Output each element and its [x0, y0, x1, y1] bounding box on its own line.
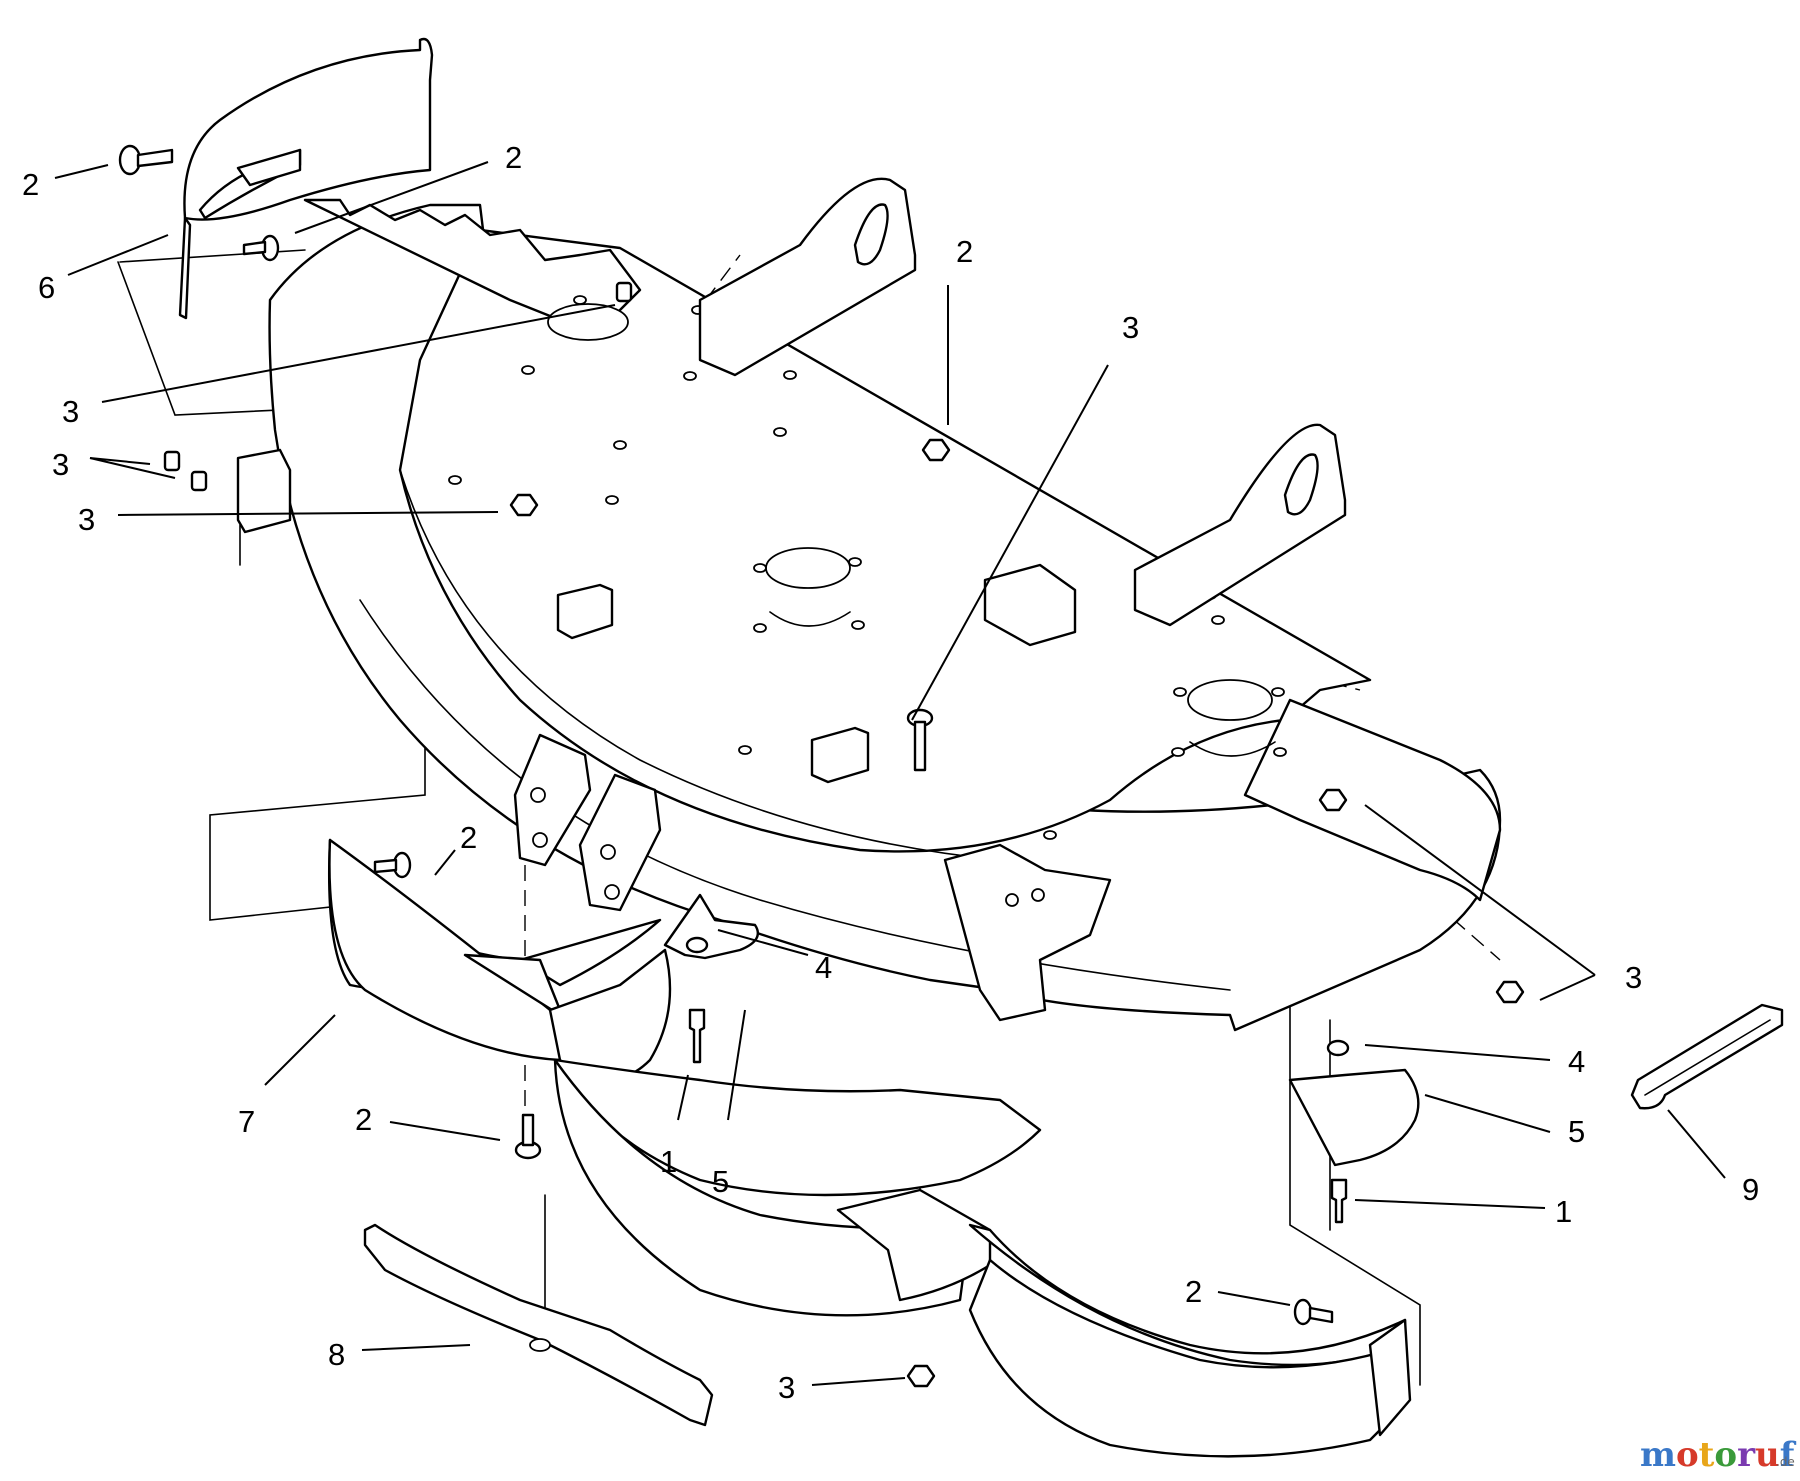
hardware [118, 144, 1525, 1388]
part-9-deflector [1630, 1003, 1784, 1110]
left-side-gauge-plate [236, 448, 292, 534]
callout-4: 4 [1568, 1044, 1585, 1079]
callout-6: 6 [38, 270, 55, 305]
carriage-bolt [514, 1113, 542, 1160]
front-center-bracket [943, 843, 1112, 1022]
front-hitch-plate-right [578, 773, 662, 912]
rear-mount-bracket-left-slot [853, 203, 889, 266]
watermark-letter: u [1755, 1435, 1780, 1475]
carriage-bolt [906, 708, 934, 772]
svg-text:motoruf: motoruf [1640, 1435, 1797, 1475]
watermark-letter: t [1699, 1435, 1715, 1475]
callout-2: 2 [460, 820, 477, 855]
hex-nut [1495, 980, 1525, 1004]
hex-bolt [1330, 1178, 1348, 1224]
hex-bolt [688, 1008, 706, 1064]
hanger-bracket-front-left [556, 583, 614, 640]
callout-5: 5 [1568, 1114, 1585, 1149]
under-deck-baffles [553, 1058, 1412, 1458]
callout-labels: 2 2 6 3 3 3 3 2 2 4 3 7 2 1 5 4 5 9 1 2 … [22, 140, 1759, 1405]
callout-9: 9 [1742, 1172, 1759, 1207]
callout-7: 7 [238, 1104, 255, 1139]
hex-nut [921, 438, 951, 462]
watermark-letter: f [1780, 1435, 1797, 1475]
part-8-blade [363, 1223, 714, 1427]
callout-3: 3 [52, 447, 69, 482]
carriage-bolt [1293, 1298, 1334, 1326]
hex-nut [1318, 788, 1348, 812]
callout-8: 8 [328, 1337, 345, 1372]
callout-1: 1 [660, 1144, 677, 1179]
callout-2: 2 [355, 1102, 372, 1137]
hex-nut [906, 1364, 936, 1388]
rear-mount-bracket-right-slot [1283, 453, 1319, 516]
watermark-letter: o [1676, 1435, 1699, 1475]
baffle-box [983, 563, 1077, 647]
callout-3: 3 [1625, 960, 1642, 995]
callout-3: 2 [956, 234, 973, 269]
callout-2: 3 [1122, 310, 1139, 345]
spacer [1326, 1039, 1350, 1057]
hex-nut [163, 450, 181, 472]
callout-2: 2 [22, 167, 39, 202]
hex-nut [615, 281, 633, 303]
spacer [685, 936, 709, 954]
callout-2: 2 [505, 140, 522, 175]
watermark-logo: motoruf .de [1640, 1435, 1797, 1475]
hex-nut [190, 470, 208, 492]
callout-1: 1 [1555, 1194, 1572, 1229]
right-baffle-end [1368, 1318, 1412, 1437]
callout-3: 3 [62, 394, 79, 429]
leader-lines [54, 161, 1726, 1386]
svg-text:.de: .de [1776, 1455, 1795, 1469]
carriage-bolt [118, 144, 174, 176]
callout-4: 4 [815, 950, 832, 985]
watermark-letter: o [1714, 1435, 1737, 1475]
center-baffle-lower [553, 1058, 972, 1317]
callout-2: 2 [1185, 1274, 1202, 1309]
carriage-bolt [373, 851, 412, 879]
callout-5: 5 [712, 1164, 729, 1199]
watermark-letter: r [1737, 1435, 1756, 1475]
hex-nut [509, 493, 539, 517]
spindle-hole-center [765, 547, 851, 589]
carriage-bolt [242, 234, 280, 262]
deck-mounting-holes [448, 295, 1287, 840]
part-6-left-baffle [178, 37, 434, 320]
center-baffle [553, 1058, 1042, 1197]
mower-deck-housing [236, 177, 1502, 1032]
mount-plate-right [1288, 1068, 1420, 1167]
watermark-letter: m [1640, 1435, 1676, 1475]
callout-3: 3 [78, 502, 95, 537]
front-hitch-plate-left [513, 733, 592, 867]
part-7-left-blade-shield [327, 838, 672, 1082]
spindle-hole-right [1187, 679, 1273, 721]
deck-rear-right-panel [1243, 698, 1502, 902]
hanger-bracket-front-mid [810, 726, 870, 784]
callout-3: 3 [778, 1370, 795, 1405]
